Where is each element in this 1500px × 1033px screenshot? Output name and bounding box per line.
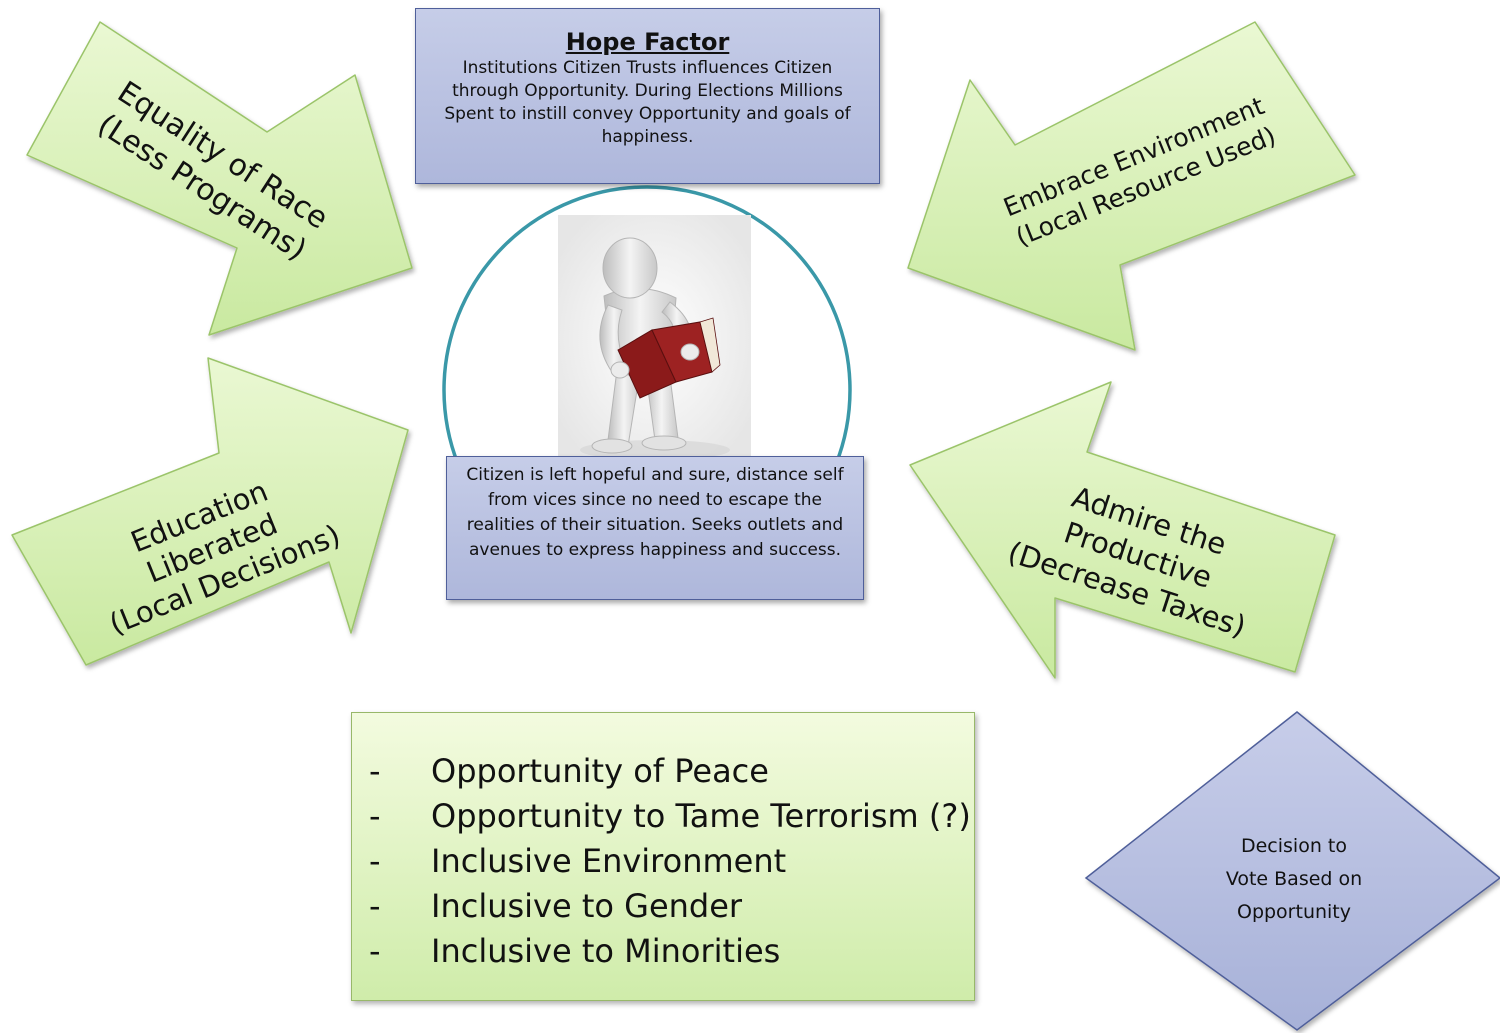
list-item: - Inclusive to Minorities — [352, 929, 974, 974]
list-item: - Inclusive to Gender — [352, 884, 974, 929]
decision-label-line: Opportunity — [1236, 901, 1352, 923]
citizen-outcome-box: Citizen is left hopeful and sure, distan… — [446, 456, 864, 600]
list-item-text: Inclusive to Minorities — [431, 932, 781, 970]
list-item-text: Opportunity to Tame Terrorism (?) — [431, 797, 971, 835]
decision-diamond — [1084, 711, 1500, 1031]
list-item: - Opportunity of Peace — [352, 749, 974, 794]
citizen-outcome-text: Citizen is left hopeful and sure, distan… — [466, 465, 844, 560]
decision-label: Decision to Vote Based on Opportunity — [1214, 830, 1374, 929]
list-item-text: Opportunity of Peace — [431, 752, 769, 790]
list-item: - Opportunity to Tame Terrorism (?) — [352, 794, 974, 839]
hope-factor-title: Hope Factor — [565, 28, 730, 56]
list-bullet: - — [369, 752, 381, 790]
list-item-text: Inclusive Environment — [431, 842, 787, 880]
list-item: - Inclusive Environment — [352, 839, 974, 884]
opportunities-box: - Opportunity of Peace - Opportunity to … — [351, 712, 975, 1001]
person-reading-book-icon — [591, 237, 721, 454]
arrow-top-right — [907, 21, 1356, 351]
decision-label-line: Decision to — [1240, 835, 1347, 857]
list-bullet: - — [369, 887, 381, 925]
hope-factor-box: Hope Factor Institutions Citizen Trusts … — [415, 8, 880, 184]
list-bullet: - — [369, 797, 381, 835]
list-bullet: - — [369, 842, 381, 880]
arrow-bottom-right — [909, 381, 1336, 679]
list-item-text: Inclusive to Gender — [431, 887, 743, 925]
decision-label-line: Vote Based on — [1225, 868, 1363, 890]
arrow-bottom-left — [11, 357, 409, 666]
arrow-top-left — [26, 21, 413, 336]
list-bullet: - — [369, 932, 381, 970]
hope-factor-body: Institutions Citizen Trusts influences C… — [444, 58, 851, 147]
